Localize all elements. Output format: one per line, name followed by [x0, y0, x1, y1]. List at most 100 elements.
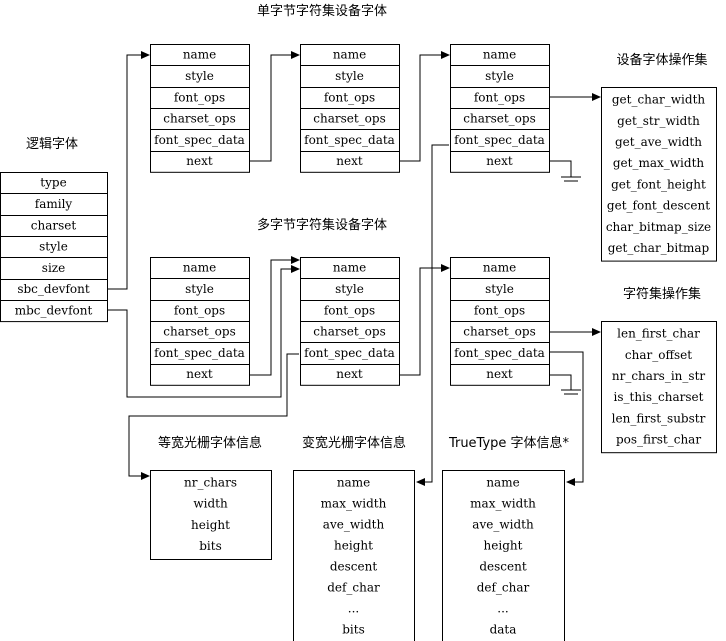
- var-raster-box-field: ave_width: [323, 518, 385, 532]
- logical-font-table: typefamilycharsetstylesizesbc_devfontmbc…: [0, 172, 108, 323]
- title-var-raster: 变宽光栅字体信息: [302, 435, 406, 451]
- sbc-devfont-3-field: style: [485, 69, 514, 83]
- truetype-box-field: name: [486, 476, 519, 490]
- devfont-ops-box-field: get_char_bitmap: [608, 241, 710, 255]
- mbc-devfont-2-field: name: [333, 261, 366, 275]
- mbc-devfont-3-field: charset_ops: [463, 325, 536, 339]
- connector-truetype: [549, 351, 584, 483]
- var-raster-box-field: max_width: [321, 497, 387, 511]
- charset-ops-box-field: is_this_charset: [614, 390, 704, 404]
- var-raster-box-field: ...: [348, 602, 359, 616]
- var-raster-box-frame: [293, 470, 415, 641]
- mbc-devfont-1-field: next: [186, 367, 213, 381]
- arrowhead: [592, 328, 601, 336]
- sbc-devfont-1-field: font_spec_data: [154, 133, 245, 147]
- mbc-devfont-1: namestylefont_opscharset_opsfont_spec_da…: [150, 257, 250, 386]
- sbc-devfont-2-field: name: [333, 48, 366, 62]
- sbc-devfont-2-field: style: [335, 69, 364, 83]
- mono-raster-box-frame: [150, 470, 272, 560]
- logical-font-table-field: style: [39, 240, 68, 254]
- devfont-ops-box-field: get_ave_width: [615, 135, 702, 149]
- mbc-devfont-2-field: font_spec_data: [304, 346, 395, 360]
- mono-raster-box-field: height: [191, 518, 230, 532]
- connector-next-null-2: [549, 374, 572, 390]
- mbc-devfont-3-field: next: [486, 367, 513, 381]
- connector-next-sbc-2: [399, 54, 446, 162]
- sbc-devfont-3: namestylefont_opscharset_opsfont_spec_da…: [450, 44, 550, 173]
- title-devfont-ops: 设备字体操作集: [616, 52, 707, 68]
- mbc-devfont-2-field: charset_ops: [313, 325, 386, 339]
- sbc-devfont-1-field: style: [185, 69, 214, 83]
- sbc-devfont-2: namestylefont_opscharset_opsfont_spec_da…: [300, 44, 400, 173]
- sbc-devfont-1-field: name: [183, 48, 216, 62]
- connector-next-mbc-2: [399, 267, 446, 376]
- truetype-box-frame: [442, 470, 565, 641]
- devfont-ops-box-field: get_font_descent: [607, 199, 710, 213]
- truetype-box-field: ...: [497, 602, 508, 616]
- devfont-ops-box-field: get_char_width: [612, 93, 706, 107]
- charset-ops-box-field: pos_first_char: [616, 433, 701, 447]
- devfont-ops-box-field: get_max_width: [613, 156, 705, 170]
- sbc-devfont-1-field: font_ops: [174, 90, 225, 104]
- mbc-devfont-2-field: font_ops: [324, 303, 375, 317]
- charset-ops-box-field: nr_chars_in_str: [612, 369, 706, 383]
- var-raster-box-field: bits: [342, 623, 365, 637]
- sbc-devfont-3-field: name: [483, 48, 516, 62]
- sbc-devfont-3-field: font_spec_data: [454, 133, 545, 147]
- devfont-ops-box-field: get_str_width: [617, 114, 700, 128]
- charset-ops-box-field: char_offset: [625, 348, 692, 362]
- sbc-devfont-2-field: charset_ops: [313, 112, 386, 126]
- title-truetype: TrueType 字体信息*: [448, 435, 570, 451]
- connector-next-null-1: [549, 160, 572, 177]
- mbc-devfont-3-field: style: [485, 282, 514, 296]
- mbc-devfont-3: name style font_ops charset_ops font_spec_da…: [450, 257, 550, 386]
- connector-sbc-devfont: [107, 54, 146, 290]
- mbc-devfont-1-field: font_ops: [174, 303, 225, 317]
- charset-ops-box-field: len_first_char: [617, 327, 700, 341]
- connector-var-raster: [420, 144, 449, 483]
- mono-raster-box-field: nr_chars: [184, 476, 237, 490]
- mbc-devfont-1-field: charset_ops: [163, 325, 236, 339]
- truetype-box: namemax_widthave_widthheightdescentdef_c…: [442, 470, 565, 641]
- arrowhead: [141, 472, 150, 480]
- title-logical-font: 逻辑字体: [26, 137, 78, 152]
- title-sbc-devfont: 单字节字符集设备字体: [257, 3, 387, 19]
- truetype-box-field: ave_width: [472, 518, 534, 532]
- connectors: [107, 51, 601, 486]
- truetype-box-field: max_width: [470, 497, 536, 511]
- mbc-devfont-2-field: style: [335, 282, 364, 296]
- logical-font-table-field: charset: [31, 218, 77, 232]
- devfont-ops-box: get_char_width get_str_width get_ave_width…: [601, 87, 717, 262]
- charset-ops-box-frame: [601, 321, 717, 454]
- title-mono-raster: 等宽光栅字体信息: [158, 435, 262, 451]
- charset-ops-box: len_first_char char_offset nr_chars_in_str…: [601, 321, 717, 454]
- logical-font-table-frame: [0, 172, 108, 323]
- devfont-ops-box-field: get_font_height: [611, 177, 706, 191]
- arrowhead: [291, 256, 300, 264]
- logical-font-table-field: mbc_devfont: [15, 303, 93, 317]
- var-raster-box-field: descent: [330, 560, 377, 574]
- title-charset-ops: 字符集操作集: [623, 286, 701, 302]
- logical-font-table-field: size: [42, 261, 65, 275]
- sbc-devfont-3-field: charset_ops: [463, 112, 536, 126]
- var-raster-box-field: height: [334, 539, 373, 553]
- sbc-devfont-1: namestylefont_opscharset_opsfont_spec_da…: [150, 44, 250, 173]
- mbc-devfont-3-field: font_spec_data: [454, 346, 545, 360]
- sbc-devfont-1-field: next: [186, 154, 213, 168]
- arrowhead: [566, 478, 575, 486]
- truetype-box-field: def_char: [477, 581, 530, 595]
- sbc-devfont-2-field: next: [336, 154, 363, 168]
- sbc-devfont-2-field: font_spec_data: [304, 133, 395, 147]
- connector-next-mbc-1: [249, 259, 296, 376]
- mbc-devfont-3-field: name: [483, 261, 516, 275]
- devfont-ops-box-frame: [601, 87, 717, 262]
- mbc-devfont-2-field: next: [336, 367, 363, 381]
- mbc-devfont-1-field: name: [183, 261, 216, 275]
- connector-mbc-devfont: [107, 268, 296, 398]
- var-raster-box: namemax_widthave_widthheightdescentdef_c…: [293, 470, 415, 641]
- sbc-devfont-3-field: next: [486, 154, 513, 168]
- logical-font-table-field: type: [40, 176, 66, 190]
- arrowhead: [441, 51, 450, 59]
- mbc-devfont-3-field: font_ops: [474, 303, 525, 317]
